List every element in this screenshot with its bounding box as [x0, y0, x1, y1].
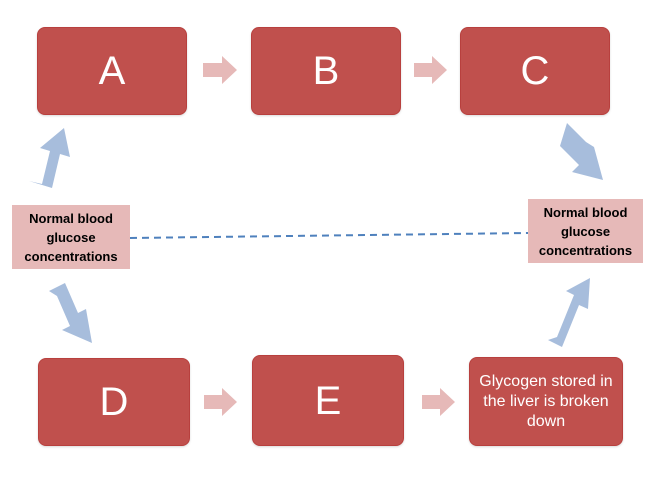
arrow-b-to-c: [414, 56, 447, 84]
note-left-label: Normal blood glucose concentrations: [24, 210, 118, 264]
arrow-note-to-d: [49, 283, 92, 343]
arrow-d-to-e: [204, 388, 237, 416]
box-d-label: D: [99, 380, 129, 424]
note-right-label: Normal blood glucose concentrations: [538, 204, 633, 258]
box-e: E: [252, 355, 404, 446]
note-left-normal-glucose: Normal blood glucose concentrations: [12, 205, 130, 269]
arrow-a-to-b: [203, 56, 237, 84]
note-right-normal-glucose: Normal blood glucose concentrations: [528, 199, 643, 263]
arrow-note-to-a: [29, 128, 70, 188]
arrow-c-to-note: [560, 123, 603, 180]
box-a-label: A: [98, 49, 126, 93]
arrow-e-to-glycogen: [422, 388, 455, 416]
box-c-label: C: [520, 49, 550, 93]
box-glycogen: Glycogen stored in the liver is broken d…: [469, 357, 623, 446]
dashed-connector-line: [129, 232, 529, 239]
arrow-glycogen-to-note: [548, 278, 590, 347]
box-b-label: B: [312, 49, 340, 93]
box-d: D: [38, 358, 190, 446]
box-glycogen-label: Glycogen stored in the liver is broken d…: [479, 372, 613, 430]
box-e-label: E: [314, 378, 342, 423]
box-c: C: [460, 27, 610, 115]
box-a: A: [37, 27, 187, 115]
box-b: B: [251, 27, 401, 115]
